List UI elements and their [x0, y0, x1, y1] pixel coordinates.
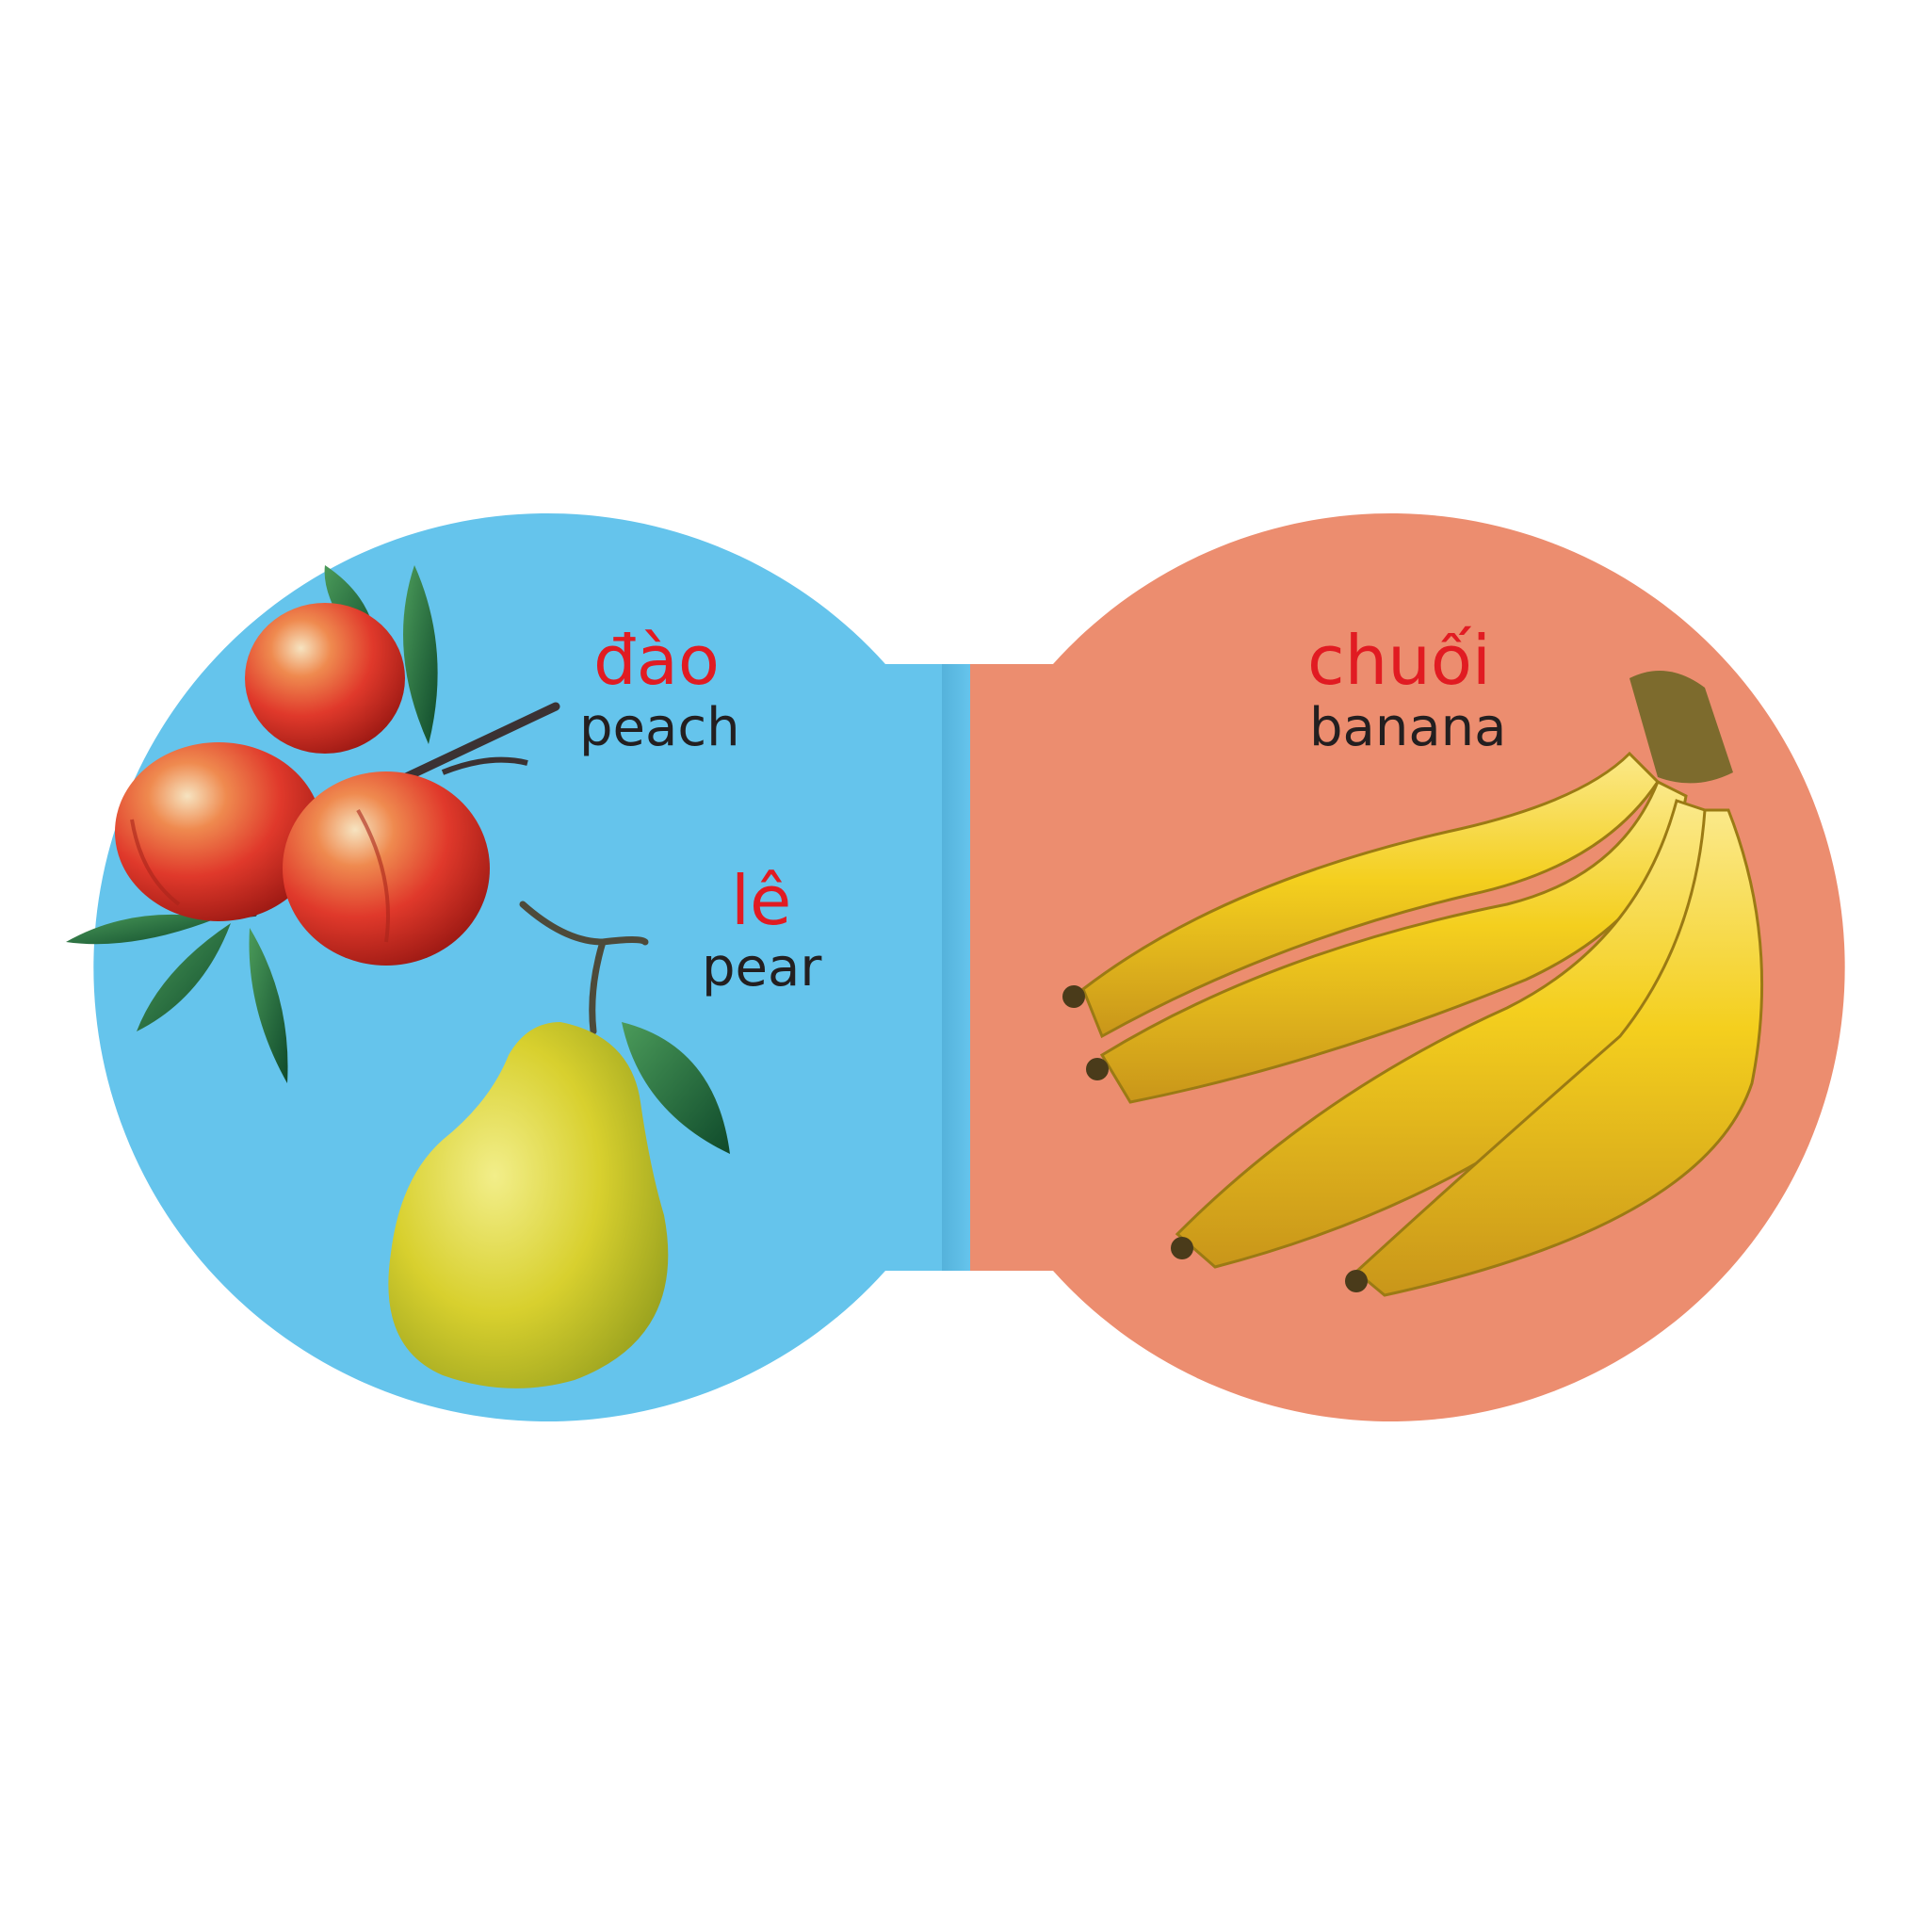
- pear-english-label: pear: [702, 937, 822, 998]
- pear-vietnamese-label: lê: [731, 861, 792, 940]
- banana-tip: [1086, 1058, 1109, 1080]
- peach-crease: [130, 819, 181, 906]
- leaf-icon: [249, 928, 288, 1083]
- banana-fruit: [1354, 808, 1764, 1297]
- banana-english-label: banana: [1309, 697, 1507, 758]
- peach-fruit: [245, 603, 405, 754]
- leaf-icon: [137, 923, 231, 1031]
- pear-picture: [388, 901, 730, 1388]
- peach-vietnamese-label: đào: [593, 621, 720, 700]
- peach-english-label: peach: [579, 697, 740, 758]
- peach-fruit: [283, 771, 490, 966]
- banana-bunch-picture: [1062, 671, 1764, 1297]
- banana-vietnamese-label: chuối: [1307, 621, 1491, 700]
- pear-stem: [519, 901, 649, 1035]
- peach-crease: [356, 809, 390, 943]
- spine-shadow: [942, 664, 970, 1271]
- banana-stem: [1629, 671, 1733, 784]
- leaf-icon: [403, 565, 438, 744]
- pear-fruit: [388, 1022, 669, 1388]
- banana-tip: [1171, 1237, 1193, 1259]
- leaf-icon: [66, 914, 217, 945]
- peach-fruit: [115, 742, 322, 921]
- banana-tip: [1345, 1270, 1368, 1292]
- peach-branch-picture: [66, 565, 560, 1083]
- banana-tip: [1062, 985, 1085, 1008]
- branch-twig: [441, 756, 528, 775]
- leaf-icon: [622, 1022, 730, 1154]
- branch-twig: [381, 702, 560, 791]
- banana-fruit: [1099, 779, 1688, 1104]
